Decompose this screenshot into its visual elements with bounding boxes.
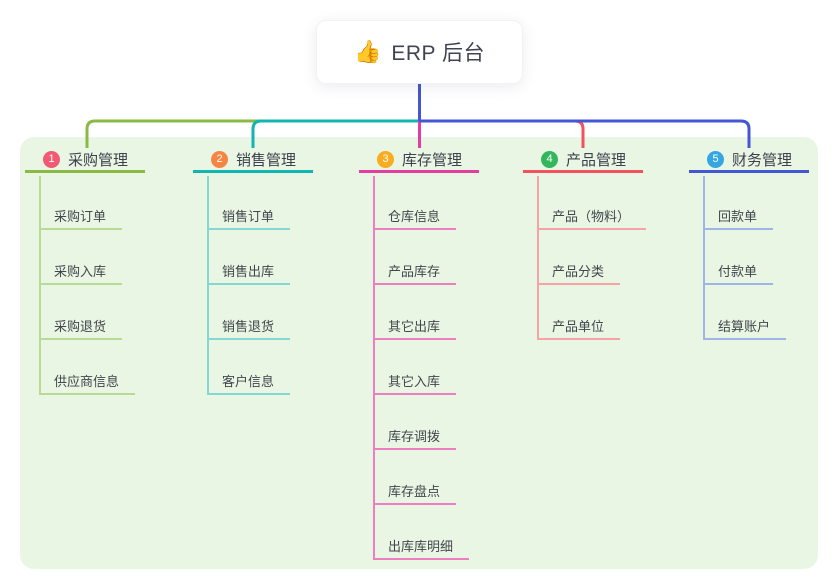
child-node-label: 付款单	[718, 264, 758, 279]
branch-number-badge: 4	[541, 150, 558, 168]
child-connector-line	[373, 176, 375, 560]
child-connector-line	[537, 176, 539, 340]
child-node-label: 采购入库	[54, 264, 107, 279]
child-node[interactable]: 其它入库	[373, 369, 457, 395]
branch-label: 采购管理	[68, 151, 129, 169]
child-node[interactable]: 库存盘点	[373, 479, 457, 505]
child-node-label: 仓库信息	[388, 209, 441, 224]
child-node-label: 采购订单	[54, 209, 107, 224]
child-node[interactable]: 仓库信息	[373, 204, 457, 230]
child-node-label: 产品（物料）	[552, 209, 631, 224]
child-node[interactable]: 产品分类	[537, 259, 621, 285]
child-node-label: 客户信息	[222, 374, 275, 389]
child-node-label: 产品库存	[388, 264, 441, 279]
child-node-label: 销售订单	[222, 209, 275, 224]
child-node-label: 库存盘点	[388, 484, 441, 499]
branch-label: 库存管理	[402, 151, 463, 169]
child-node-label: 采购退货	[54, 319, 107, 334]
child-node[interactable]: 销售退货	[207, 314, 291, 340]
child-node[interactable]: 产品库存	[373, 259, 457, 285]
thumbs-up-icon: 👍	[353, 39, 382, 64]
child-connector-line	[207, 176, 209, 395]
child-node-label: 库存调拨	[388, 429, 441, 444]
root-title: ERP 后台	[391, 42, 486, 65]
branch-node-header[interactable]: 2 销售管理	[193, 148, 313, 173]
child-node-label: 产品单位	[552, 319, 605, 334]
child-connector-line	[703, 176, 705, 340]
child-node-label: 其它出库	[388, 319, 441, 334]
child-node-label: 回款单	[718, 209, 758, 224]
child-node[interactable]: 采购退货	[39, 314, 123, 340]
child-node-label: 供应商信息	[54, 374, 120, 389]
branch-label: 财务管理	[732, 151, 793, 169]
branches-panel	[20, 137, 818, 569]
child-node[interactable]: 产品（物料）	[537, 204, 647, 230]
branch-node-header[interactable]: 5 财务管理	[689, 148, 809, 173]
child-node[interactable]: 回款单	[703, 204, 774, 230]
branch-label: 销售管理	[236, 151, 297, 169]
branch-number-badge: 3	[377, 150, 394, 168]
child-node-label: 出库库明细	[388, 539, 454, 554]
child-node[interactable]: 其它出库	[373, 314, 457, 340]
branch-number-badge: 5	[707, 150, 724, 168]
branch-node-header[interactable]: 4 产品管理	[523, 148, 643, 173]
child-node-label: 产品分类	[552, 264, 605, 279]
branch-node-header[interactable]: 1 采购管理	[25, 148, 145, 173]
child-node[interactable]: 供应商信息	[39, 369, 136, 395]
root-node[interactable]: 👍 ERP 后台	[316, 20, 523, 84]
child-node[interactable]: 采购入库	[39, 259, 123, 285]
child-node[interactable]: 采购订单	[39, 204, 123, 230]
child-node[interactable]: 出库库明细	[373, 534, 470, 560]
branch-number-badge: 1	[43, 150, 60, 168]
child-node[interactable]: 付款单	[703, 259, 774, 285]
child-node[interactable]: 库存调拨	[373, 424, 457, 450]
child-node-label: 其它入库	[388, 374, 441, 389]
child-node[interactable]: 结算账户	[703, 314, 787, 340]
child-node[interactable]: 销售订单	[207, 204, 291, 230]
child-node[interactable]: 产品单位	[537, 314, 621, 340]
child-node[interactable]: 客户信息	[207, 369, 291, 395]
child-node[interactable]: 销售出库	[207, 259, 291, 285]
branch-node-header[interactable]: 3 库存管理	[359, 148, 479, 173]
child-node-label: 销售退货	[222, 319, 275, 334]
child-connector-line	[39, 176, 41, 395]
branch-number-badge: 2	[211, 150, 228, 168]
child-node-label: 销售出库	[222, 264, 275, 279]
child-node-label: 结算账户	[718, 319, 771, 334]
branch-label: 产品管理	[566, 151, 627, 169]
